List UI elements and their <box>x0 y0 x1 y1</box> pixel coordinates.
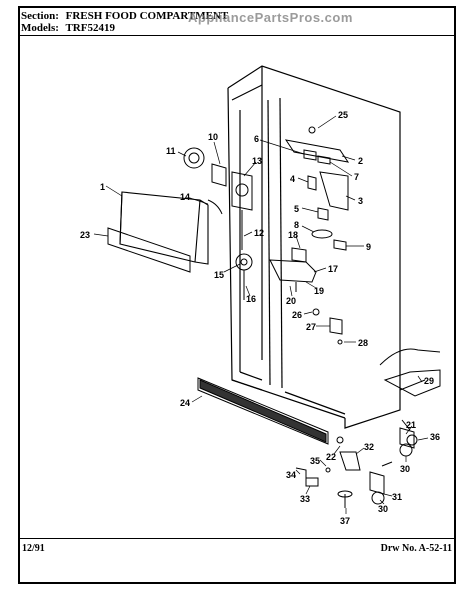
callout-19: 19 <box>314 286 324 296</box>
callout-6: 6 <box>254 134 259 144</box>
callout-26: 26 <box>292 310 302 320</box>
callout-16: 16 <box>246 294 256 304</box>
cabinet-corner-part <box>379 348 441 397</box>
callout-9: 9 <box>366 242 371 252</box>
callout-8: 8 <box>294 220 299 230</box>
callout-3: 3 <box>358 196 363 206</box>
callout-25: 25 <box>338 110 348 120</box>
section-row: Section: FRESH FOOD COMPARTMENT <box>21 10 228 22</box>
callout-1: 1 <box>100 182 105 192</box>
callout-12: 12 <box>254 228 264 238</box>
callout-32: 32 <box>364 442 374 452</box>
footer-block: 12/91 Drw No. A-52-11 <box>18 538 456 584</box>
grille-part <box>197 377 329 445</box>
callout-14: 14 <box>180 192 190 202</box>
callout-2: 2 <box>358 156 363 166</box>
control-panel-part <box>119 191 209 265</box>
callout-33: 33 <box>300 494 310 504</box>
callout-5: 5 <box>294 204 299 214</box>
callout-15: 15 <box>214 270 224 280</box>
callout-36: 36 <box>430 432 440 442</box>
callout-21: 21 <box>406 420 416 430</box>
callout-24: 24 <box>180 398 190 408</box>
callout-27: 27 <box>306 322 316 332</box>
bracket-assembly-part <box>284 126 350 251</box>
hinge-part <box>312 308 343 345</box>
drawing-frame <box>18 6 456 584</box>
cabinet-outline <box>227 65 401 429</box>
callout-30a: 30 <box>400 464 410 474</box>
callout-18: 18 <box>288 230 298 240</box>
title-block: Section: FRESH FOOD COMPARTMENT Models: … <box>18 6 456 36</box>
callout-7: 7 <box>354 172 359 182</box>
models-row: Models: TRF52419 <box>21 22 115 34</box>
drawing-number: Drw No. A-52-11 <box>380 543 452 554</box>
callout-10: 10 <box>208 132 218 142</box>
models-value: TRF52419 <box>65 22 115 34</box>
callout-28: 28 <box>358 338 368 348</box>
callout-31: 31 <box>392 492 402 502</box>
callout-11: 11 <box>166 146 176 156</box>
callout-29: 29 <box>424 376 434 386</box>
callout-30b: 30 <box>378 504 388 514</box>
watermark: AppliancePartsPros.com <box>188 10 353 25</box>
callout-35: 35 <box>310 456 320 466</box>
section-label: Section: <box>21 10 59 22</box>
callout-37: 37 <box>340 516 350 526</box>
callout-numbers: 1 2 3 4 5 6 7 8 9 10 11 12 13 14 15 16 1… <box>80 110 440 526</box>
damper-bracket-part <box>269 247 317 292</box>
light-assembly-part <box>183 147 253 300</box>
callout-17: 17 <box>328 264 338 274</box>
models-label: Models: <box>21 22 59 34</box>
callout-4: 4 <box>290 174 295 184</box>
callout-23: 23 <box>80 230 90 240</box>
callout-20: 20 <box>286 296 296 306</box>
section-value: FRESH FOOD COMPARTMENT <box>65 10 229 22</box>
trim-strip-part <box>107 227 191 273</box>
leader-lines <box>93 115 429 514</box>
callout-13: 13 <box>252 156 262 166</box>
callout-22: 22 <box>326 452 336 462</box>
revision-date: 12/91 <box>22 543 45 554</box>
callout-34: 34 <box>286 470 296 480</box>
